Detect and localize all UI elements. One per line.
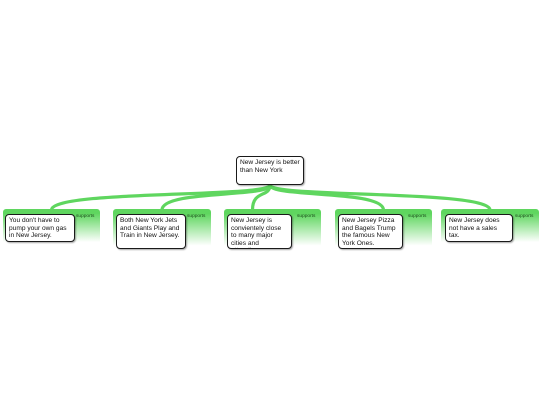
relation-label-1: supports [76, 214, 95, 219]
reason-node-4[interactable]: New Jersey Pizza and Bagels Trump the fa… [338, 214, 403, 249]
relation-label-4: supports [408, 214, 427, 219]
reason-node-1[interactable]: You don't have to pump your own gas in N… [5, 214, 75, 242]
connector-1 [49, 183, 272, 212]
relation-label-2: supports [187, 214, 206, 219]
reason-node-2[interactable]: Both New York Jets and Giants Play and T… [116, 214, 186, 249]
relation-label-5: supports [515, 214, 534, 219]
conclusion-node[interactable]: New Jersey is better than New York [236, 156, 304, 185]
relation-label-3: supports [297, 214, 316, 219]
reason-node-3[interactable]: New Jersey is convientely close to many … [227, 214, 292, 249]
connector-3 [250, 183, 272, 212]
reason-node-5[interactable]: New Jersey does not have a sales tax. [445, 214, 513, 242]
connector-5 [268, 183, 492, 212]
connector-2 [160, 183, 272, 212]
